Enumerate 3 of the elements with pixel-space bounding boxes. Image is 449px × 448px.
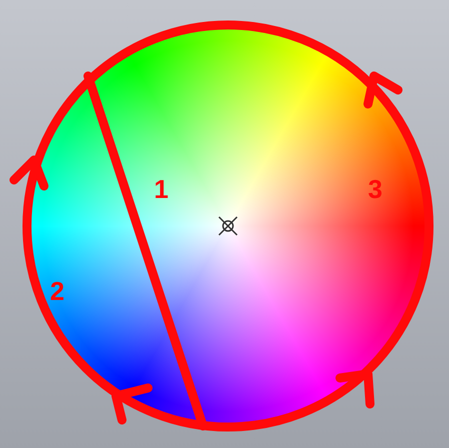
region-number: 2 bbox=[50, 278, 64, 304]
region-number: 3 bbox=[368, 176, 382, 202]
region-number: 1 bbox=[154, 176, 168, 202]
